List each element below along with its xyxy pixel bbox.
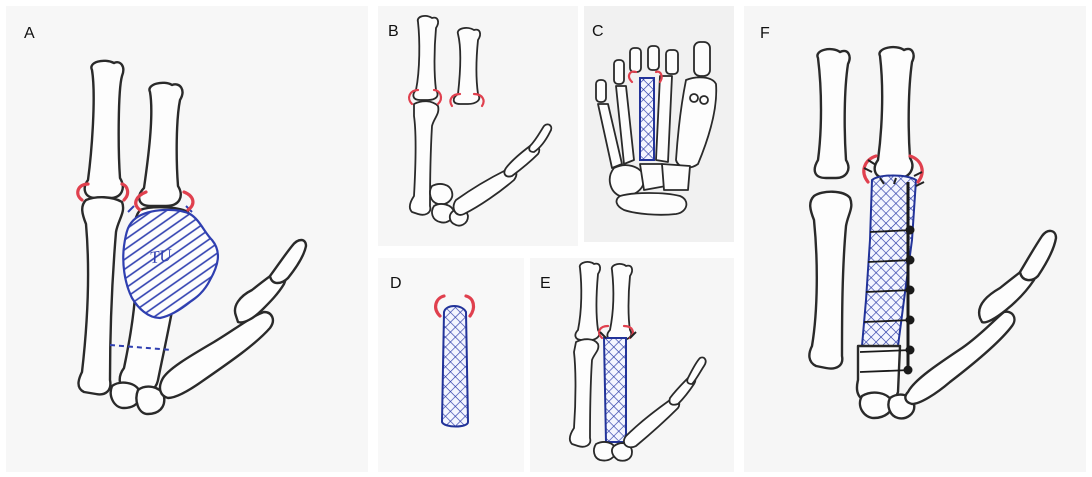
- phalanx-index: [815, 49, 850, 178]
- sesamoid: [690, 94, 698, 102]
- screw-head-icon: [906, 286, 915, 295]
- tarsal-bone: [662, 164, 690, 190]
- screw-head-icon: [906, 226, 915, 235]
- sesamoid: [700, 96, 708, 104]
- bone-graft-inserted: [604, 338, 626, 442]
- bone-graft: [442, 306, 468, 427]
- tarsal-bone: [617, 193, 687, 215]
- panel-label-f: F: [760, 25, 770, 42]
- panel-label-a: A: [24, 25, 35, 42]
- toe-phalanx: [614, 60, 624, 84]
- screw-head-icon: [906, 346, 915, 355]
- toe-phalanx: [666, 50, 678, 74]
- panel-label-d: D: [390, 275, 402, 292]
- panel-label-e: E: [540, 275, 551, 292]
- panel-label-b: B: [388, 23, 399, 40]
- toe-phalanx: [596, 80, 606, 102]
- tarsal-bone: [610, 165, 644, 196]
- panel-label-c: C: [592, 23, 604, 40]
- screw-head-icon: [904, 366, 913, 375]
- toe-phalanx-great: [694, 42, 710, 76]
- screw-head-icon: [906, 256, 915, 265]
- toe-phalanx: [648, 46, 659, 70]
- carpal-bone: [430, 184, 452, 204]
- toe-phalanx: [630, 48, 641, 72]
- screw-head-icon: [906, 316, 915, 325]
- metatarsal-graft-harvest: [640, 78, 654, 160]
